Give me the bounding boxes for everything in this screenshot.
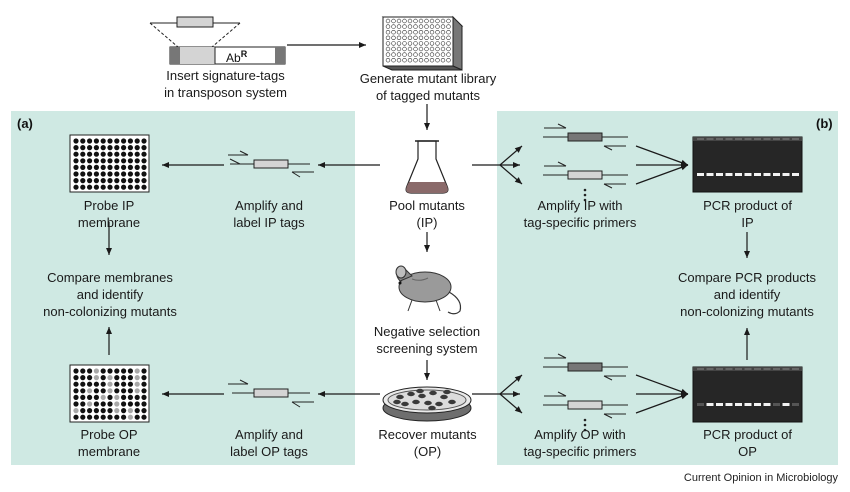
amplify-b-op-line-1: Amplify OP with — [534, 427, 626, 442]
pool-mutants-label: Pool mutants (IP) — [377, 197, 477, 231]
op-gel-icon — [692, 366, 803, 423]
ip-tag-fragment-icon — [228, 150, 314, 178]
amplify-op-line-1: Amplify and — [235, 427, 303, 442]
amplify-ip-primers-label: Amplify IP with tag-specific primers — [505, 197, 655, 231]
compare-a-line-2: and identify — [76, 287, 144, 302]
insert-line-2: in transposon system — [164, 85, 287, 100]
amplify-label-op-label: Amplify and label OP tags — [219, 426, 319, 460]
pcr-op-line-1: PCR product of — [703, 427, 792, 442]
pool-line-1: Pool mutants — [389, 198, 465, 213]
library-line-1: Generate mutant library — [359, 71, 497, 86]
petri-dish-icon — [382, 386, 472, 422]
panel-a-label: (a) — [17, 116, 33, 131]
compare-a-line-3: non-colonizing mutants — [43, 304, 177, 319]
ip-primer-set-icon — [543, 123, 628, 202]
flask-icon — [405, 140, 449, 194]
panel-b-label: (b) — [816, 116, 833, 131]
mouse-icon — [395, 265, 462, 315]
journal-credit: Current Opinion in Microbiology — [683, 472, 838, 484]
probe-ip-label: Probe IP membrane — [59, 197, 159, 231]
library-line-2: of tagged mutants — [375, 88, 481, 103]
pcr-product-op-label: PCR product of OP — [690, 426, 805, 460]
selection-line-2: screening system — [376, 341, 478, 356]
op-membrane-icon — [69, 364, 150, 423]
recover-mutants-label: Recover mutants (OP) — [370, 426, 485, 460]
probe-op-line-2: membrane — [77, 444, 141, 459]
transposon-construct-icon — [149, 16, 286, 65]
ip-membrane-icon — [69, 134, 150, 193]
probe-ip-line-1: Probe IP — [83, 198, 135, 213]
selection-line-1: Negative selection — [373, 324, 481, 339]
pcr-product-ip-label: PCR product of IP — [690, 197, 805, 231]
ip-gel-icon — [692, 136, 803, 193]
amplify-b-ip-line-2: tag-specific primers — [523, 215, 637, 230]
pcr-op-line-2: OP — [738, 444, 757, 459]
probe-ip-line-2: membrane — [77, 215, 141, 230]
compare-membranes-label: Compare membranes and identify non-colon… — [30, 269, 190, 320]
compare-pcr-label: Compare PCR products and identify non-co… — [662, 269, 832, 320]
probe-op-label: Probe OP membrane — [59, 426, 159, 460]
antibiotic-resistance-label: AbR — [226, 49, 247, 65]
negative-selection-label: Negative selection screening system — [357, 323, 497, 357]
compare-b-line-3: non-colonizing mutants — [680, 304, 814, 319]
pcr-ip-line-2: IP — [741, 215, 754, 230]
pool-line-2: (IP) — [416, 215, 438, 230]
op-tag-fragment-icon — [228, 379, 314, 408]
library-label: Generate mutant library of tagged mutant… — [343, 70, 513, 104]
gene-superscript: R — [240, 49, 248, 59]
amplify-op-line-2: label OP tags — [230, 444, 308, 459]
recover-line-2: (OP) — [413, 444, 442, 459]
amplify-b-ip-line-1: Amplify IP with — [537, 198, 623, 213]
insert-tags-label: Insert signature-tags in transposon syst… — [148, 67, 303, 101]
op-primer-set-icon — [543, 353, 628, 432]
compare-b-line-1: Compare PCR products — [678, 270, 816, 285]
insert-line-1: Insert signature-tags — [166, 68, 285, 83]
amplify-ip-line-2: label IP tags — [233, 215, 305, 230]
gene-label: Ab — [226, 51, 241, 65]
probe-op-line-1: Probe OP — [80, 427, 138, 442]
amplify-label-ip-label: Amplify and label IP tags — [219, 197, 319, 231]
amplify-op-primers-label: Amplify OP with tag-specific primers — [505, 426, 655, 460]
amplify-b-op-line-2: tag-specific primers — [523, 444, 637, 459]
amplify-ip-line-1: Amplify and — [235, 198, 303, 213]
compare-b-line-2: and identify — [713, 287, 781, 302]
recover-line-1: Recover mutants — [378, 427, 477, 442]
compare-a-line-1: Compare membranes — [47, 270, 173, 285]
pcr-ip-line-1: PCR product of — [703, 198, 792, 213]
microtiter-plate-icon — [381, 15, 464, 71]
